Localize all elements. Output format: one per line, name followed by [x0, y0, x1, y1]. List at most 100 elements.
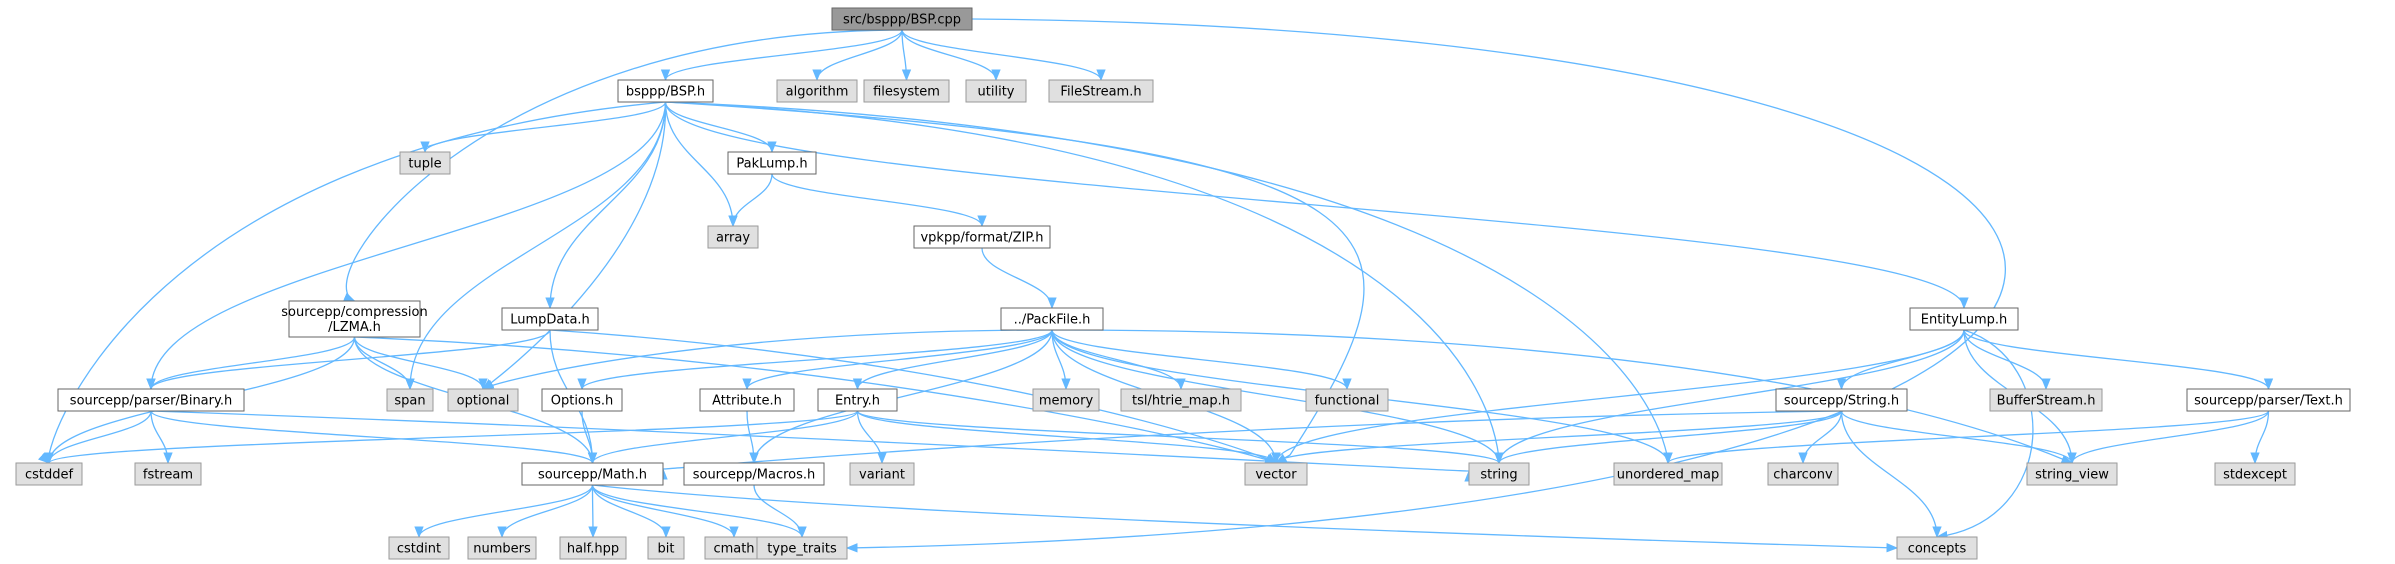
edge-bsp-cpp-to-filesystem [901, 29, 912, 82]
node-label: filesystem [873, 85, 940, 100]
edge-layer [38, 18, 2274, 553]
node-label: PakLump.h [736, 157, 807, 172]
node-label: concepts [1908, 542, 1967, 557]
node-lzma[interactable]: sourcepp/compression/LZMA.h [281, 300, 428, 338]
edge-lumpdata-to-binary [146, 329, 551, 391]
edge-paklump-to-array [728, 173, 773, 228]
node-charconv: charconv [1767, 462, 1839, 486]
node-box [965, 79, 1027, 103]
edge-entitylump-to-bufferstream [1963, 329, 2051, 391]
node-label: ../PackFile.h [1014, 313, 1091, 328]
edge-bsp-h-to-paklump [664, 101, 777, 154]
edge-packfile-to-attribute [742, 329, 1053, 391]
node-cmath: cmath [704, 536, 764, 560]
node-label: tuple [408, 157, 441, 172]
node-box [776, 79, 858, 103]
node-box [699, 388, 795, 412]
node-string-view: string_view [2026, 462, 2118, 486]
node-label: sourcepp/String.h [1784, 394, 1899, 409]
node-attribute[interactable]: Attribute.h [699, 388, 795, 412]
node-optional: optional [447, 388, 519, 412]
edge-entry-to-variant [856, 410, 887, 465]
node-span: span [386, 388, 434, 412]
node-label: fstream [143, 468, 193, 483]
edge-bsp-cpp-to-algorithm [812, 29, 903, 82]
node-label: Options.h [551, 394, 614, 409]
edge-entry-to-string [856, 410, 1504, 465]
node-text[interactable]: sourcepp/parser/Text.h [2186, 388, 2351, 412]
node-label: string [1480, 468, 1517, 483]
node-box [1468, 462, 1530, 486]
edge-bsp-h-to-tuple [420, 101, 667, 154]
edge-entry-to-vector [856, 410, 1281, 465]
node-box [447, 388, 519, 412]
node-box [849, 462, 915, 486]
edge-binary-to-cstddef [44, 410, 152, 465]
node-label: stdexcept [2223, 468, 2287, 483]
node-packfile[interactable]: ../PackFile.h [1000, 307, 1104, 331]
node-macros[interactable]: sourcepp/Macros.h [683, 462, 825, 486]
node-box [2214, 462, 2296, 486]
node-box [1909, 307, 2019, 331]
node-box [831, 7, 973, 31]
node-box [1767, 462, 1839, 486]
node-box [756, 536, 848, 560]
node-algorithm: algorithm [776, 79, 858, 103]
node-label: type_traits [767, 542, 837, 557]
edge-bsp-cpp-to-utility [901, 29, 1001, 82]
node-entry[interactable]: Entry.h [817, 388, 898, 412]
node-box [1000, 307, 1104, 331]
node-label: cmath [713, 542, 754, 557]
node-box [617, 79, 714, 103]
node-entitylump[interactable]: EntityLump.h [1909, 307, 2019, 331]
edge-bsp-cpp-to-type-traits [845, 18, 2007, 553]
edge-packfile-to-entry [852, 329, 1053, 391]
node-box [683, 462, 825, 486]
node-box [541, 388, 623, 412]
node-bsp-h[interactable]: bsppp/BSP.h [617, 79, 714, 103]
node-label: Entry.h [835, 394, 880, 409]
node-numbers: numbers [467, 536, 537, 560]
edge-binary-to-math [150, 410, 597, 465]
node-label: cstdint [397, 542, 441, 557]
node-box [521, 462, 664, 486]
node-box [1989, 388, 2103, 412]
edge-bsp-h-to-entitylump [664, 101, 1969, 310]
node-paklump[interactable]: PakLump.h [727, 151, 817, 175]
node-variant: variant [849, 462, 915, 486]
node-bsp-cpp[interactable]: src/bsppp/BSP.cpp [831, 7, 973, 31]
node-binary[interactable]: sourcepp/parser/Binary.h [57, 388, 245, 412]
node-concepts: concepts [1896, 536, 1978, 560]
node-zip[interactable]: vpkpp/format/ZIP.h [913, 225, 1051, 249]
node-label: sourcepp/parser/Text.h [2194, 394, 2343, 409]
edge-bsp-h-to-cstddef [38, 101, 666, 464]
node-type-traits: type_traits [756, 536, 848, 560]
node-math[interactable]: sourcepp/Math.h [521, 462, 664, 486]
node-box [1244, 462, 1308, 486]
edge-bsp-h-to-array [664, 101, 738, 228]
edge-bsp-cpp-to-lzma [342, 29, 903, 302]
node-label: sourcepp/parser/Binary.h [70, 394, 232, 409]
node-tuple: tuple [399, 151, 451, 175]
edge-binary-to-string [150, 410, 1470, 483]
node-vector: vector [1244, 462, 1308, 486]
edge-binary-to-fstream [150, 410, 173, 465]
node-box [501, 307, 599, 331]
node-options[interactable]: Options.h [541, 388, 623, 412]
node-lumpdata[interactable]: LumpData.h [501, 307, 599, 331]
node-label: sourcepp/Macros.h [693, 468, 816, 483]
edge-lzma-to-span [353, 336, 415, 391]
node-box [1120, 388, 1242, 412]
node-box [2026, 462, 2118, 486]
node-filesystem: filesystem [863, 79, 950, 103]
node-fstream: fstream [134, 462, 202, 486]
node-box [559, 536, 627, 560]
edge-lzma-to-vector [354, 336, 1278, 464]
edge-entitylump-to-text [1963, 329, 2274, 391]
edge-bsp-cpp-to-bsp-h [660, 29, 903, 82]
node-label: variant [859, 468, 905, 483]
edge-macros-to-type-traits [753, 484, 807, 539]
node-unordered-map: unordered_map [1613, 462, 1723, 486]
node-string-h[interactable]: sourcepp/String.h [1775, 388, 1908, 412]
